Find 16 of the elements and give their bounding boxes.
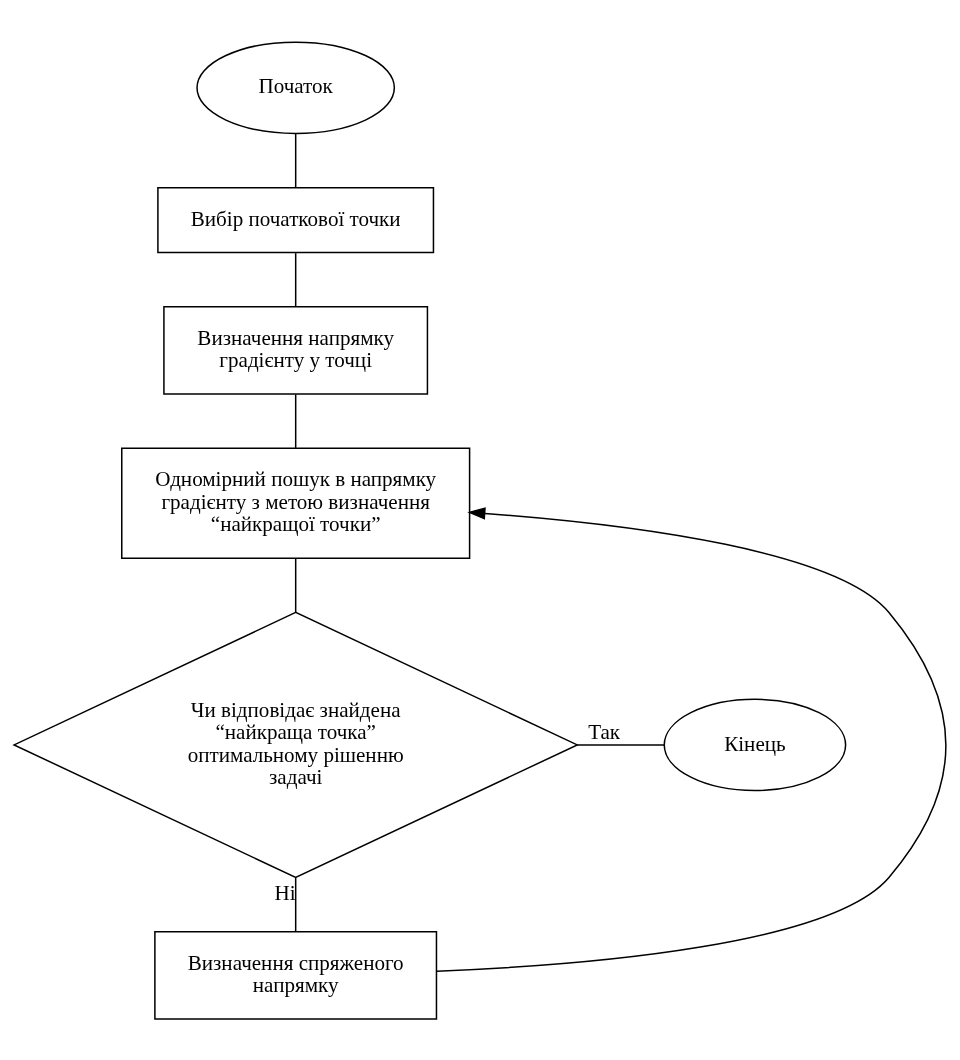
node-box: Вибір початкової точки [157,186,435,253]
node-diamond: Чи відповідає знайдена “найкраща точка” оптимальному рішенню задачі [12,611,580,878]
node-ellipse: Початок [196,40,396,134]
arrow [436,506,947,972]
node-box: Визначення спряженого напрямку [154,930,438,1020]
connector [294,132,297,188]
connector [294,876,297,932]
node-ellipse: Кінець [663,698,847,791]
edge-label: Так [588,719,621,744]
connector [294,251,297,307]
node-box: Одномірний пошук в напрямку градієнту з метою визначення “найкращої точки” [121,447,471,559]
connector [294,557,297,613]
connector [576,743,665,746]
node-box: Визначення напрямку градієнту у точці [163,305,429,395]
connector [294,393,297,449]
edge-label: Ні [274,880,296,905]
